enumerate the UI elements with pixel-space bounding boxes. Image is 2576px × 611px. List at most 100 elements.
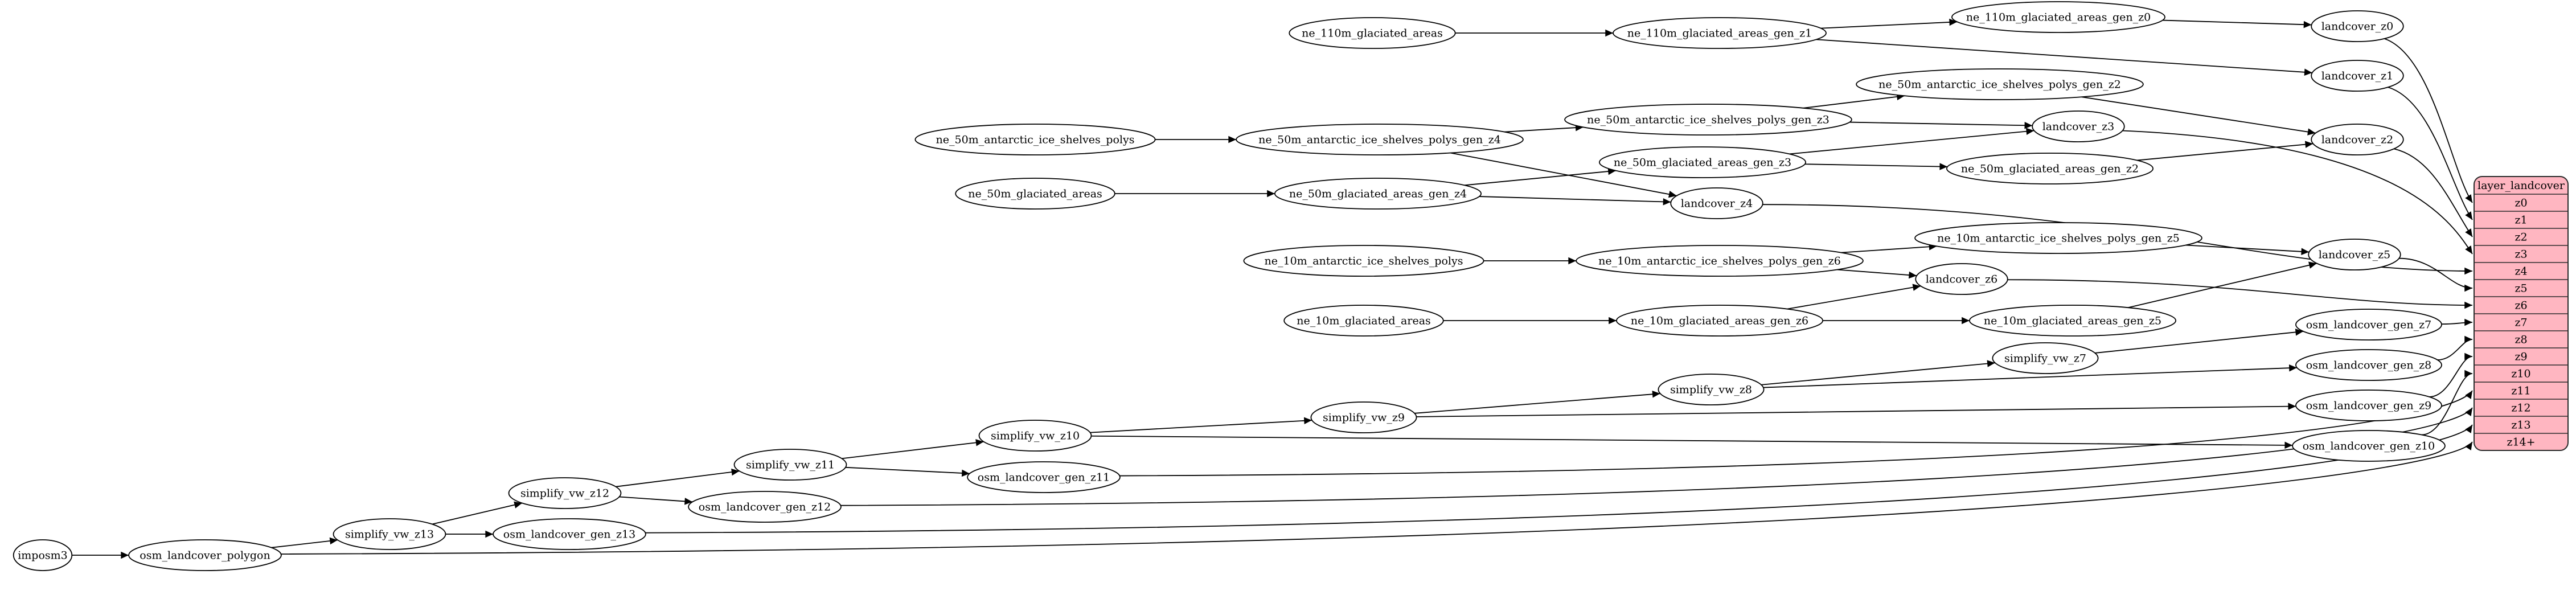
edge-sv12-to-og12 [619,496,693,505]
edge-og11-to-layer_landcover-z11 [1119,390,2473,477]
edge-sv11-to-og11 [845,466,970,477]
node-label: ne_50m_antarctic_ice_shelves_polys_gen_z… [1258,134,1501,146]
node-ellipse [1243,245,1484,277]
node-landcover_z6: landcover_z6 [1915,263,2008,295]
node-label: ne_110m_glaciated_areas_gen_z1 [1627,27,1812,40]
node-ne_10m_glaciated_areas_gen_z5: ne_10m_glaciated_areas_gen_z5 [1968,305,2176,337]
node-label: ne_50m_antarctic_ice_shelves_polys_gen_z… [1587,114,1830,126]
node-ne_110m_glaciated_areas_gen_z0: ne_110m_glaciated_areas_gen_z0 [1951,1,2165,33]
node-ellipse [688,491,842,523]
node-simplify_vw_z11: simplify_vw_z11 [733,449,847,481]
node-label: landcover_z0 [2321,20,2394,33]
table-row-z11: z11 [2511,385,2530,397]
node-label: landcover_z6 [1926,273,1998,286]
node-ellipse [1283,305,1444,337]
node-ellipse [978,420,1092,452]
edge-olp-to-layer_landcover-z14+ [281,441,2473,555]
edge-og12-to-layer_landcover-z12 [840,407,2473,506]
edge-og13-to-layer_landcover-z13 [645,424,2473,534]
table-row-z12: z12 [2511,402,2530,415]
node-label: landcover_z4 [1681,198,1753,210]
node-ellipse [2311,124,2404,155]
node-label: osm_landcover_polygon [140,550,270,562]
edge-n50gg2-to-lz2 [2136,141,2314,161]
table-row-z10: z10 [2511,368,2530,380]
table-row-z0: z0 [2515,197,2527,210]
node-label: ne_10m_glaciated_areas_gen_z6 [1631,315,1808,327]
node-ellipse [1615,305,1823,337]
node-label: simplify_vw_z7 [2004,352,2086,365]
edge-og8-to-layer_landcover-z8 [2437,335,2473,360]
edge-n50pg4-to-n50pg3 [1504,124,1584,133]
table-row-z8: z8 [2515,334,2527,346]
edge-sv12-to-sv11 [616,468,740,487]
edge-n50pg3-to-lz3 [1849,121,2033,129]
node-ellipse [1951,1,2165,33]
node-label: simplify_vw_z9 [1323,412,1405,424]
table-row-z6: z6 [2515,300,2527,312]
node-landcover_z0: landcover_z0 [2311,10,2404,42]
node-ellipse [1856,68,2144,100]
table-row-z1: z1 [2515,214,2527,227]
node-label: ne_50m_glaciated_areas [968,188,1102,200]
edges-layer [72,18,2473,559]
node-landcover_z1: landcover_z1 [2311,60,2404,92]
edge-n10gg6-to-lz6 [1787,284,1921,310]
node-label: ne_50m_antarctic_ice_shelves_polys_gen_z… [1878,79,2121,91]
node-simplify_vw_z13: simplify_vw_z13 [333,518,446,550]
node-simplify_vw_z10: simplify_vw_z10 [978,420,1092,452]
node-simplify_vw_z9: simplify_vw_z9 [1310,401,1417,433]
node-label: ne_50m_glaciated_areas_gen_z3 [1614,157,1791,169]
edge-n50gg4-to-lz4 [1479,196,1671,206]
table-title: layer_landcover [2477,179,2565,192]
node-label: ne_10m_glaciated_areas_gen_z5 [1984,315,2161,327]
edge-sv9-to-sv8 [1414,391,1660,414]
node-ne_50m_antarctic_ice_shelves_polys_gen_z2: ne_50m_antarctic_ice_shelves_polys_gen_z… [1856,68,2144,100]
edge-n10pg6-to-lz6 [1837,269,1917,279]
edge-lz0-to-layer_landcover-z0 [2384,38,2473,203]
node-ellipse [1274,178,1482,210]
edge-n50pg2-to-lz2 [2081,96,2316,136]
node-osm_landcover_gen_z7: osm_landcover_gen_z7 [2295,309,2442,341]
node-ellipse [1310,401,1417,433]
node-ne_110m_glaciated_areas_gen_z1: ne_110m_glaciated_areas_gen_z1 [1613,17,1827,49]
node-ellipse [2295,389,2442,421]
node-ellipse [1576,245,1864,277]
node-ellipse [1992,342,2099,374]
node-label: osm_landcover_gen_z12 [699,501,831,514]
node-ellipse [1658,374,1765,405]
node-osm_landcover_gen_z9: osm_landcover_gen_z9 [2295,389,2442,421]
node-label: landcover_z5 [2319,249,2391,261]
node-label: osm_landcover_gen_z7 [2306,319,2431,331]
edge-lz3-to-layer_landcover-z3 [2122,130,2473,255]
node-ne_50m_antarctic_ice_shelves_polys: ne_50m_antarctic_ice_shelves_polys [914,124,1156,155]
node-label: osm_landcover_gen_z13 [503,528,635,541]
node-label: simplify_vw_z12 [520,487,609,500]
node-ellipse [2032,110,2125,142]
node-label: ne_50m_glaciated_areas_gen_z2 [1961,163,2139,175]
node-osm_landcover_gen_z13: osm_landcover_gen_z13 [493,518,646,550]
edge-sv7-to-og7 [2095,329,2304,354]
node-ellipse [2295,349,2442,381]
node-ellipse [2292,430,2446,462]
node-label: osm_landcover_gen_z9 [2306,400,2431,412]
node-ellipse [1946,153,2153,184]
edge-sv9-to-og9 [1416,403,2296,417]
node-ellipse [955,178,1115,210]
node-ellipse [2311,10,2404,42]
node-simplify_vw_z8: simplify_vw_z8 [1658,374,1765,405]
edge-n110g0-to-lz0 [2162,19,2312,28]
table-row-z3: z3 [2515,248,2527,261]
table-row-z4: z4 [2515,265,2527,278]
edge-og10-to-layer_landcover-z10 [2421,370,2473,436]
node-landcover_z3: landcover_z3 [2032,110,2125,142]
node-ne_50m_glaciated_areas: ne_50m_glaciated_areas [955,178,1115,210]
node-ellipse [1598,146,1806,178]
node-label: ne_110m_glaciated_areas_gen_z0 [1966,11,2151,24]
node-simplify_vw_z12: simplify_vw_z12 [508,477,622,509]
node-label: landcover_z1 [2321,70,2394,83]
edge-n50pg4-to-lz4 [1450,152,1677,198]
node-ellipse [1968,305,2176,337]
node-ellipse [1289,17,1456,49]
